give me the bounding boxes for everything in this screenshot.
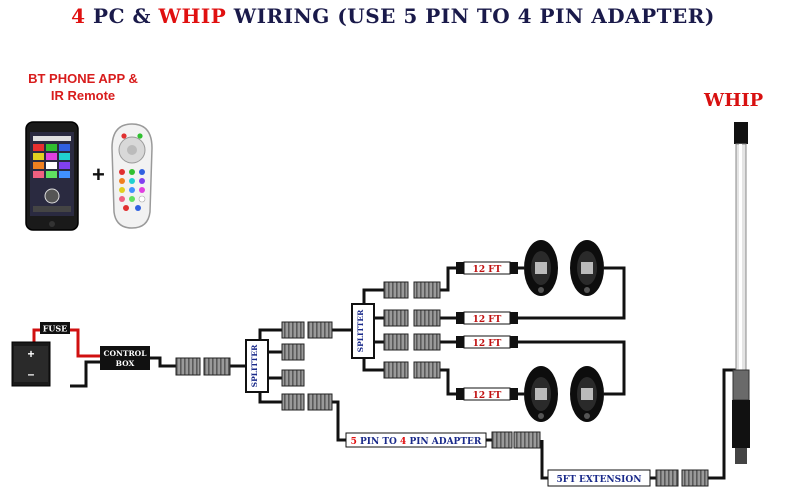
title-count: 4 bbox=[71, 4, 86, 28]
control-box-line2: BOX bbox=[116, 359, 135, 368]
control-box-line1: CONTROL bbox=[104, 349, 148, 358]
extension-5ft: 5FT EXTENSION bbox=[547, 469, 651, 487]
extension-12ft-label: 12 FT bbox=[473, 265, 502, 275]
wires bbox=[32, 266, 736, 480]
page-title: 4 PC & WHIP WIRING (USE 5 PIN TO 4 PIN A… bbox=[0, 4, 786, 28]
extension-12ft-2: 12 FT bbox=[456, 311, 518, 325]
rock-light-pod bbox=[524, 366, 558, 422]
extension-12ft-1: 12 FT bbox=[456, 261, 518, 275]
adapter-5to4: 5 PIN TO 4 PIN ADAPTER bbox=[345, 432, 487, 448]
extension-12ft-label: 12 FT bbox=[473, 315, 502, 325]
adapter-end: PIN ADAPTER bbox=[406, 437, 482, 447]
extension-12ft-3: 12 FT bbox=[456, 335, 518, 349]
adapter-from: 5 bbox=[351, 437, 357, 447]
adapter-to: 4 bbox=[400, 437, 406, 447]
rock-light-pod bbox=[570, 240, 604, 296]
fuse-label: FUSE bbox=[43, 324, 68, 334]
title-text-b: WIRING (USE 5 PIN TO 4 PIN ADAPTER) bbox=[226, 4, 715, 28]
title-whip: WHIP bbox=[158, 4, 227, 28]
splitter-right: SPLITTER bbox=[351, 303, 375, 359]
control-box: CONTROL BOX bbox=[100, 346, 150, 370]
splitter-left-label: SPLITTER bbox=[250, 344, 259, 387]
extension-12ft-label: 12 FT bbox=[473, 391, 502, 401]
splitter-right-label: SPLITTER bbox=[356, 309, 365, 352]
adapter-connectors bbox=[491, 431, 541, 449]
plus-sign: + bbox=[92, 162, 105, 187]
extension-12ft-label: 12 FT bbox=[473, 339, 502, 349]
app-label-line2: IR Remote bbox=[50, 88, 116, 103]
splitter-left: SPLITTER bbox=[245, 339, 269, 393]
phone-app-icon bbox=[25, 121, 79, 231]
rock-light-pod bbox=[570, 366, 604, 422]
extension-5ft-label: 5FT EXTENSION bbox=[557, 475, 642, 485]
app-label-line1: BT PHONE APP & bbox=[28, 71, 138, 86]
extension-5ft-connectors bbox=[655, 469, 709, 487]
splitter-left-connectors bbox=[281, 321, 333, 411]
adapter-mid: PIN TO bbox=[357, 437, 400, 447]
connector-pair bbox=[175, 357, 231, 376]
rock-light-pod bbox=[524, 240, 558, 296]
battery-plus-label: + bbox=[27, 347, 34, 361]
whip-light bbox=[732, 122, 750, 464]
extension-12ft-4: 12 FT bbox=[456, 387, 518, 401]
battery-minus-label: – bbox=[28, 367, 35, 381]
app-remote-label: BT PHONE APP & IR Remote bbox=[18, 70, 148, 104]
whip-label: WHIP bbox=[704, 90, 764, 111]
ir-remote-icon bbox=[111, 123, 153, 229]
splitter-right-connectors bbox=[383, 281, 441, 379]
battery-icon: + – bbox=[11, 341, 51, 387]
title-text-a: PC & bbox=[85, 4, 159, 28]
adapter-label: 5 PIN TO 4 PIN ADAPTER bbox=[351, 437, 482, 447]
phone-color-tiles bbox=[33, 144, 70, 178]
fuse-icon: FUSE bbox=[40, 322, 70, 334]
